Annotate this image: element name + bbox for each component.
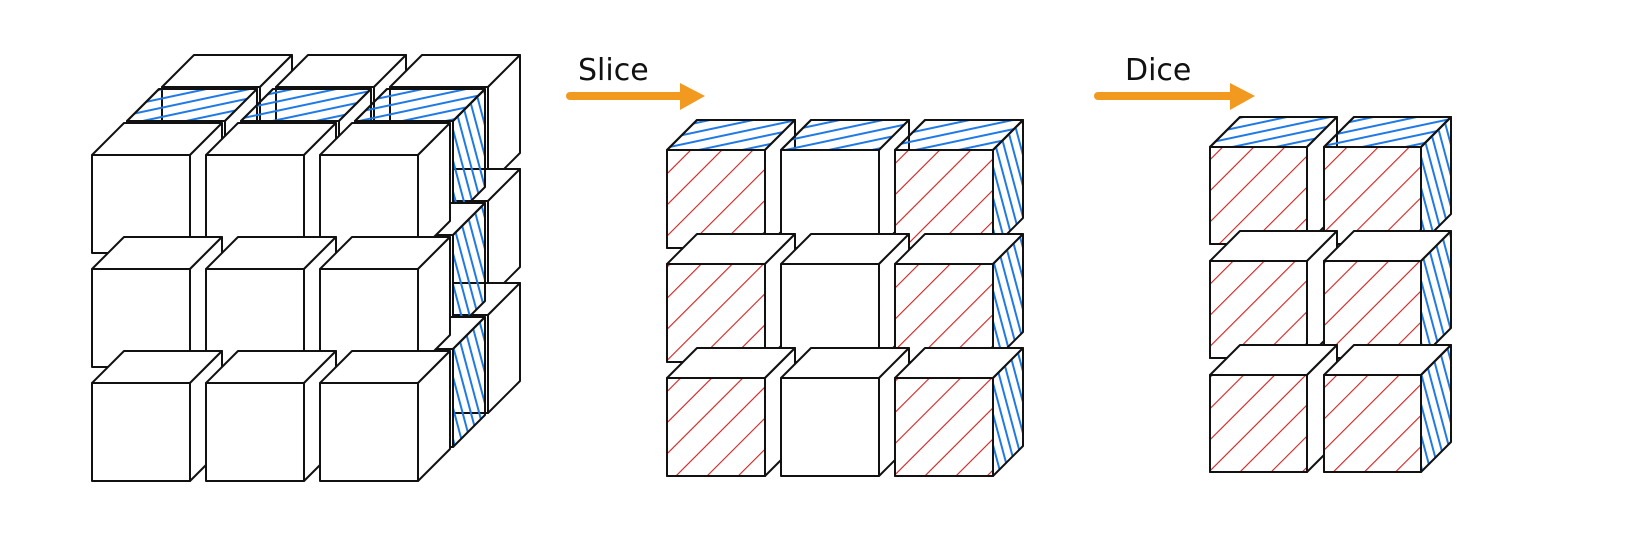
sliced-cube-cell [780, 233, 910, 363]
full-cube-cell [91, 122, 223, 254]
cube-front-hatch [1323, 374, 1422, 473]
dice-arrow-icon [1094, 83, 1255, 110]
cube-front-face [205, 382, 305, 482]
cube-front-hatch [666, 377, 766, 477]
slice-label: Slice [578, 53, 649, 88]
sliced-cube-cell [894, 119, 1024, 249]
slice-arrow-icon [566, 83, 705, 110]
full-cube-cell [91, 236, 223, 368]
diced-cube-cell [1209, 344, 1338, 473]
sliced-cube-cell [894, 347, 1024, 477]
dice-label: Dice [1125, 53, 1191, 88]
dice-step: Dice [1094, 53, 1255, 110]
diced-cube-cell [1323, 230, 1452, 359]
full-cube-cell [319, 122, 451, 254]
full-cube-cell [205, 236, 337, 368]
diced-cube-cell [1323, 344, 1452, 473]
sliced-cube-cell [780, 347, 910, 477]
diced-cube-cell [1209, 230, 1338, 359]
cube-front-face [780, 377, 880, 477]
sliced-data-cube [666, 119, 1024, 477]
diced-cube-cell [1323, 116, 1452, 245]
sliced-cube-cell [666, 233, 796, 363]
full-cube-cell [319, 236, 451, 368]
cube-front-hatch [1323, 260, 1422, 359]
full-cube-cell [91, 350, 223, 482]
cube-front-hatch [1209, 374, 1308, 473]
full-cube-cell [319, 350, 451, 482]
slice-step: Slice [566, 53, 705, 110]
sliced-cube-cell [666, 347, 796, 477]
cube-front-hatch [1209, 146, 1308, 245]
cube-front-hatch [894, 377, 994, 477]
diced-cube-cell [1209, 116, 1338, 245]
full-cube-cell [205, 122, 337, 254]
sliced-cube-cell [894, 233, 1024, 363]
cube-front-hatch [1209, 260, 1308, 359]
sliced-cube-cell [780, 119, 910, 249]
cube-front-face [91, 382, 191, 482]
sliced-cube-cell [666, 119, 796, 249]
cube-front-hatch [1323, 146, 1422, 245]
cube-front-face [319, 382, 419, 482]
full-data-cube [91, 54, 521, 482]
full-cube-cell [205, 350, 337, 482]
diced-data-cube [1209, 116, 1452, 473]
